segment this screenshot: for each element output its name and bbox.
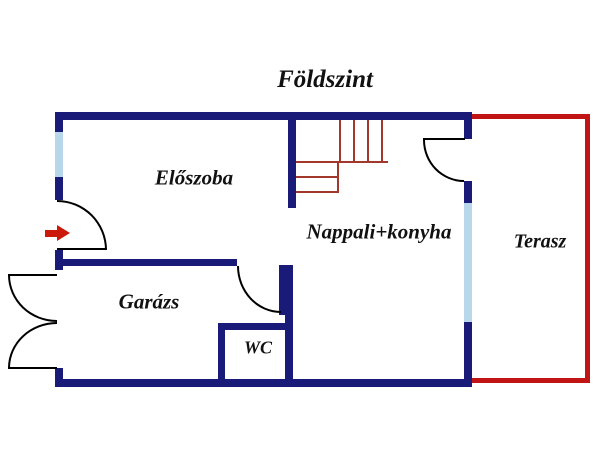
wall-wc-top (218, 323, 292, 330)
stairs-tread-1 (296, 176, 339, 178)
stairs-riser-4 (381, 120, 383, 162)
entrance-arrow-icon (45, 230, 58, 237)
window-right (464, 203, 472, 322)
wall-right-upper (464, 112, 472, 139)
wall-left-upper (55, 112, 63, 132)
plan-title: Földszint (277, 66, 373, 93)
wall-top (55, 112, 472, 120)
garage-interior-door-arc (237, 266, 281, 313)
wall-left-mid (55, 177, 63, 200)
stairs-riser-1 (339, 120, 341, 162)
terrace-outline-right (585, 114, 590, 383)
room-label-eloszoba: Előszoba (154, 165, 234, 190)
garage-exterior-door-leaf-bottom (8, 367, 57, 369)
wall-stairs-divider (288, 112, 296, 208)
garage-exterior-door-arc-top (8, 275, 57, 322)
stairs-riser-2 (353, 120, 355, 162)
garage-exterior-door-arc-bottom (8, 322, 57, 368)
terrace-door-leaf (423, 138, 465, 140)
window-left (55, 132, 63, 177)
garage-door-leaf-open (279, 265, 285, 315)
stairs-riser-3 (367, 120, 369, 162)
stairs-side-edge (337, 161, 339, 193)
wall-right-between (464, 181, 472, 203)
terrace-door-arc (423, 140, 464, 182)
terrace-outline-top (472, 114, 590, 119)
wall-garage-top (55, 259, 237, 266)
room-label-wc: WC (243, 337, 273, 358)
wall-right-lower (464, 322, 472, 387)
wall-bottom (55, 379, 472, 387)
entrance-door-leaf (57, 248, 107, 250)
room-label-terasz: Terasz (513, 230, 567, 253)
room-label-garazs: Garázs (118, 289, 180, 314)
wall-wc-left (218, 323, 225, 387)
entrance-arrow-head (57, 225, 70, 241)
stairs-tread-2 (296, 191, 339, 193)
stairs-landing-edge (296, 161, 388, 163)
room-label-nappali-konyha: Nappali+konyha (306, 219, 452, 244)
wall-left-lower (55, 368, 63, 387)
terrace-outline-bottom (472, 378, 590, 383)
